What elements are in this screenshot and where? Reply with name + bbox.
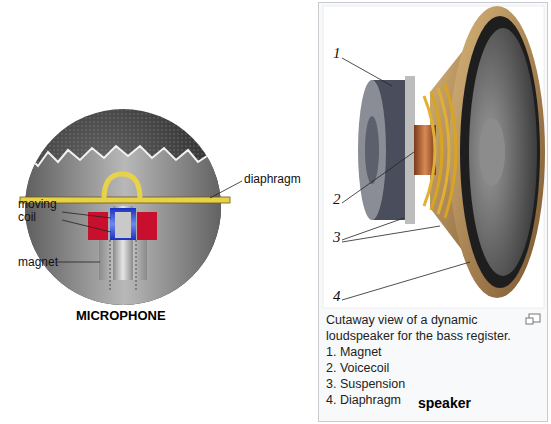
- spider: [438, 88, 449, 214]
- frame-background: [318, 2, 548, 422]
- magnet-end: [358, 80, 386, 220]
- callout-number: 4: [333, 290, 341, 303]
- moving-coil: [110, 208, 136, 240]
- spider: [445, 84, 456, 218]
- caption-item: 2. Voicecoil: [326, 360, 523, 376]
- image-area: [323, 6, 544, 308]
- coil-core: [115, 212, 131, 238]
- enlarge-icon: [526, 314, 540, 324]
- part-label: moving coil: [18, 198, 64, 224]
- overlay-label: speaker: [418, 397, 471, 410]
- caption-text: Cutaway view of a dynamic loudspeaker fo…: [326, 312, 523, 408]
- surround: [460, 16, 540, 288]
- leader-line: [210, 181, 242, 198]
- leader-line: [342, 262, 470, 300]
- caption-sentence: Cutaway view of a dynamic loudspeaker fo…: [326, 312, 523, 344]
- spider: [431, 92, 442, 210]
- magnet-pole: [137, 212, 157, 240]
- diaphragm-dome: [104, 174, 140, 199]
- axis-line: [110, 240, 111, 292]
- leader-line: [342, 152, 414, 203]
- speaker-drawing: [342, 6, 545, 300]
- top-plate: [405, 76, 415, 224]
- part-label: magnet: [18, 256, 58, 269]
- axis-line: [136, 240, 137, 292]
- caption-frame: Cutaway view of a dynamic loudspeaker fo…: [318, 2, 548, 422]
- leader-line: [342, 58, 392, 86]
- caption-item: 3. Suspension: [326, 376, 523, 392]
- callout-number: 2: [333, 193, 341, 206]
- leader-line: [56, 262, 100, 263]
- magnet-center: [113, 206, 133, 280]
- callout-number: 3: [333, 231, 341, 244]
- caption-item: 1. Magnet: [326, 344, 523, 360]
- figure-title: MICROPHONE: [76, 309, 166, 322]
- cutaway-edge: [20, 146, 230, 168]
- microphone-drawing: [20, 109, 242, 320]
- spider: [424, 96, 435, 206]
- dust-cap: [479, 118, 505, 186]
- leader-line: [62, 212, 111, 218]
- icon-box: [526, 318, 533, 324]
- magnet-pole: [365, 116, 379, 184]
- basket-rim: [449, 6, 545, 298]
- leader-line: [62, 220, 111, 232]
- part-label: diaphragm: [244, 173, 301, 186]
- cutaway-interior: [20, 146, 230, 320]
- callout-number: 1: [333, 47, 341, 60]
- cone: [469, 28, 537, 276]
- leader-line: [342, 226, 440, 242]
